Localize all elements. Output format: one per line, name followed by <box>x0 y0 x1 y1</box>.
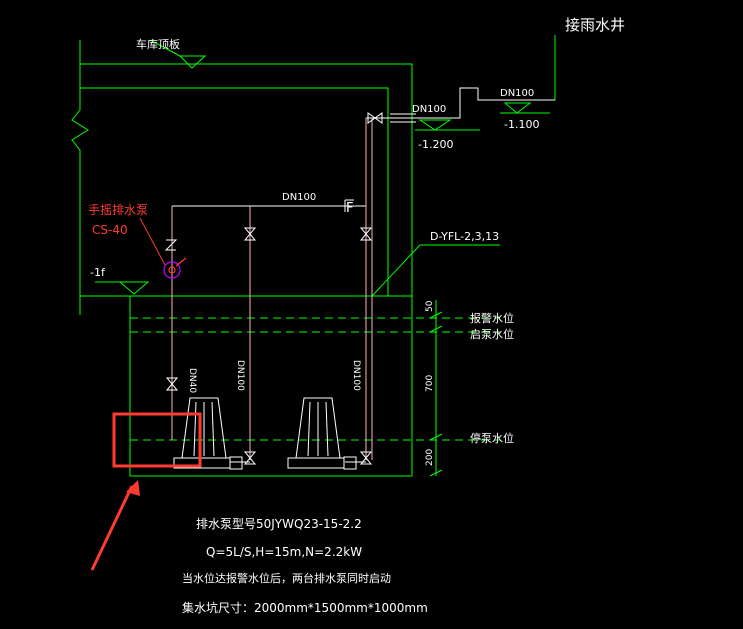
pipe-dn100-top: DN100 <box>500 88 534 99</box>
hand-pump-symbol <box>163 257 187 279</box>
floor-level-label: -1f <box>90 266 106 279</box>
pipe-dn100-v2: DN100 <box>351 360 361 391</box>
check-valve-tag: F <box>346 201 353 216</box>
garage-roof-label: 车库顶板 <box>136 37 180 51</box>
hand-pump-model: CS-40 <box>92 223 128 237</box>
submersible-pump-2 <box>287 397 357 470</box>
hand-pump-label: 手摇排水泵 <box>88 203 148 217</box>
dim-50: 50 <box>425 300 435 312</box>
hand-pump-leader <box>139 217 166 266</box>
start-level-label: 启泵水位 <box>470 327 514 341</box>
note-start-rule: 当水位达报警水位后，两台排水泵同时启动 <box>182 571 391 585</box>
dim-700: 700 <box>425 375 435 392</box>
alarm-level-label: 报警水位 <box>470 311 514 325</box>
level-minus-1200: -1.200 <box>418 138 453 151</box>
level-minus-1100: -1.100 <box>504 118 539 131</box>
red-arrow <box>90 480 140 571</box>
note-pit-size: 集水坑尺寸：2000mm*1500mm*1000mm <box>182 600 428 615</box>
submersible-pump-1 <box>173 397 243 470</box>
pipes <box>164 87 555 465</box>
structure <box>71 35 556 477</box>
pipe-dn40-label: DN40 <box>187 368 197 393</box>
pipe-dn100-main: DN100 <box>282 192 316 203</box>
note-pump-spec: Q=5L/S,H=15m,N=2.2kW <box>206 545 362 559</box>
pipe-dn100-v1: DN100 <box>235 360 245 391</box>
highlight-box <box>112 412 202 468</box>
pipe-dn100-right: DN100 <box>412 104 446 115</box>
note-pump-model: 排水泵型号50JYWQ23-15-2.2 <box>196 517 362 531</box>
dim-200: 200 <box>425 449 435 466</box>
riser-code-label: D-YFL-2,3,13 <box>430 230 499 243</box>
stop-level-label: 停泵水位 <box>470 431 514 445</box>
rainwater-well-label: 接雨水井 <box>565 16 625 34</box>
